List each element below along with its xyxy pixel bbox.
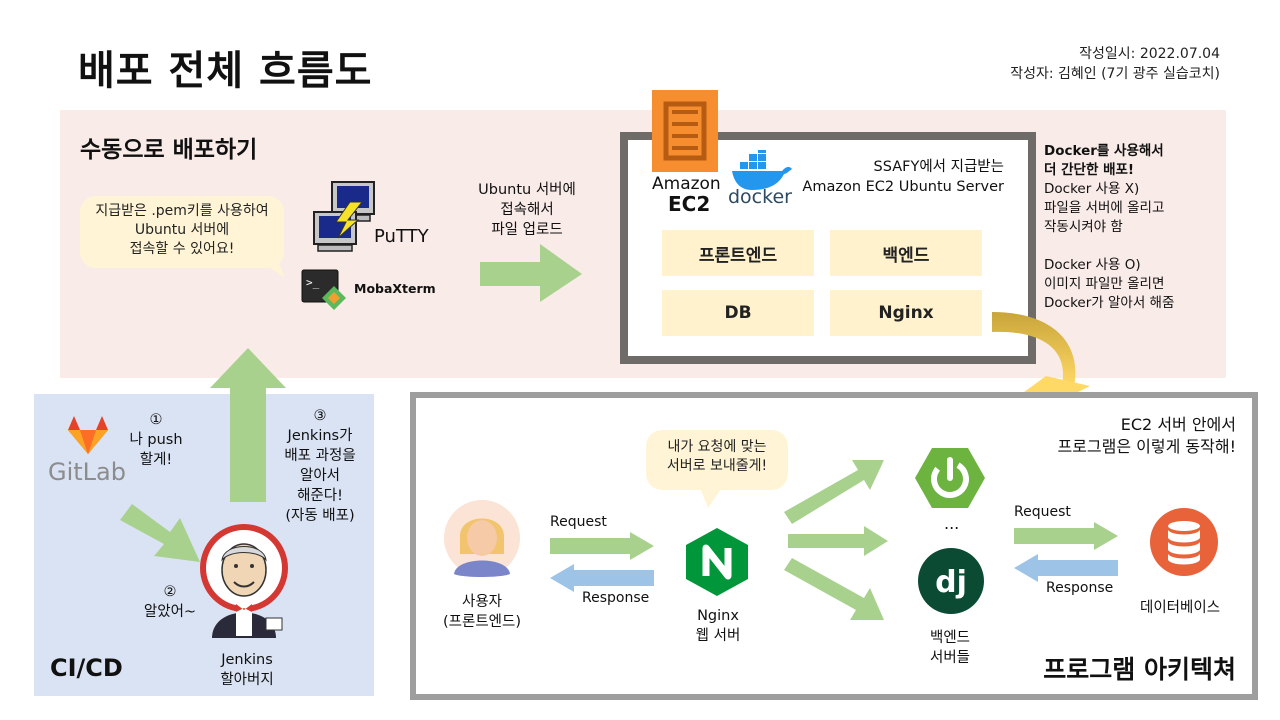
request-arrow	[550, 532, 654, 560]
arch-intro-line: 프로그램은 이렇게 동작해!	[1057, 437, 1236, 456]
response2-label: Response	[1046, 580, 1114, 596]
jenkins-label: Jenkins 할아버지	[204, 650, 290, 690]
step3-line: ③	[313, 408, 327, 424]
cicd-title: CI/CD	[50, 654, 123, 682]
django-icon: dj	[918, 548, 984, 614]
user-label-line: (프론트엔드)	[442, 614, 521, 630]
step3-line: 배포 과정을	[284, 448, 356, 464]
putty-label: PuTTY	[374, 226, 429, 247]
bubble-line: Ubuntu 서버에	[134, 222, 230, 238]
step3-line: Jenkins가	[287, 428, 353, 444]
docker-note: Docker를 사용해서 더 간단한 배포! Docker 사용 X) 파일을 …	[1044, 142, 1174, 313]
ec2-label: EC2	[668, 192, 711, 216]
request-label: Request	[550, 514, 607, 530]
database-label: 데이터베이스	[1140, 600, 1221, 616]
nginx-bubble: 내가 요청에 맞는 서버로 보내줄게!	[646, 430, 788, 490]
spring-boot-icon	[915, 448, 985, 508]
step3-text: ③ Jenkins가 배포 과정을 알아서 해준다! (자동 배포)	[270, 406, 370, 526]
gitlab-label: GitLab	[48, 458, 126, 486]
nginx-bubble-line: 내가 요청에 맞는	[667, 439, 767, 455]
database-icon	[1150, 508, 1218, 576]
gitlab-icon	[68, 416, 108, 454]
backend-box: 백엔드	[830, 230, 982, 276]
amazon-label: Amazon	[652, 174, 721, 194]
jenkins-icon	[200, 524, 288, 638]
frontend-box: 프론트엔드	[662, 230, 814, 276]
user-avatar-icon	[444, 500, 520, 577]
docker-note-heading: 더 간단한 배포!	[1044, 162, 1135, 178]
response-arrow	[550, 564, 654, 592]
ec2-server-line: SSAFY에서 지급받는	[873, 159, 1004, 175]
document-meta: 작성일시: 2022.07.04 작성자: 김혜인 (7기 광주 실습코치)	[1010, 44, 1220, 84]
step1-line: 나 push	[129, 432, 183, 448]
step1-line: 할게!	[139, 452, 173, 468]
ec2-server-text: SSAFY에서 지급받는 Amazon EC2 Ubuntu Server	[802, 157, 1004, 197]
mobaxterm-label: MobaXterm	[354, 281, 436, 296]
docker-note-line: 파일을 서버에 올리고	[1044, 200, 1165, 216]
step2-line: ②	[163, 584, 177, 600]
step1-text: ① 나 push 할게!	[120, 410, 192, 470]
pem-key-bubble: 지급받은 .pem키를 사용하여 Ubuntu 서버에 접속할 수 있어요!	[80, 196, 284, 268]
django-letters: dj	[935, 565, 967, 600]
mobaxterm-icon: >_	[301, 269, 346, 310]
docker-note-line: Docker가 알아서 해줌	[1044, 295, 1175, 311]
date-text: 작성일시: 2022.07.04	[1079, 46, 1220, 62]
jenkins-label-line: 할아버지	[220, 672, 274, 688]
nginx-label: Nginx 웹 서버	[676, 606, 760, 646]
backend-ellipsis: ...	[944, 514, 960, 533]
upload-text-line: Ubuntu 서버에	[478, 182, 576, 198]
docker-note-line: Docker 사용 X)	[1044, 181, 1140, 197]
step2-line: 알았어~	[143, 604, 197, 620]
response2-arrow	[1014, 554, 1118, 582]
step3-line: (자동 배포)	[285, 508, 355, 524]
upload-arrow-text: Ubuntu 서버에 접속해서 파일 업로드	[460, 180, 594, 240]
nginx-box: Nginx	[830, 290, 982, 336]
user-label: 사용자 (프론트엔드)	[428, 592, 536, 632]
bubble-line: 접속할 수 있어요!	[129, 241, 235, 257]
step2-text: ② 알았어~	[134, 582, 206, 622]
bubble-tail	[250, 255, 284, 277]
jenkins-label-line: Jenkins	[221, 652, 273, 668]
upload-text-line: 파일 업로드	[491, 222, 563, 238]
nginx-label-line: 웹 서버	[695, 628, 741, 644]
backend-label-line: 서버들	[929, 650, 971, 666]
docker-note-line: 작동시켜야 함	[1044, 219, 1123, 235]
arch-intro-line: EC2 서버 안에서	[1120, 415, 1236, 434]
docker-whale-icon	[732, 150, 792, 190]
backend-label-line: 백엔드	[929, 630, 971, 646]
nginx-icon	[686, 528, 748, 596]
page-title: 배포 전체 흐름도	[78, 48, 373, 94]
docker-label: docker	[728, 186, 792, 208]
upload-text-line: 접속해서	[500, 202, 554, 218]
deploy-up-arrow	[210, 348, 286, 502]
request2-arrow	[1014, 522, 1118, 550]
docker-note-line: 이미지 파일만 올리면	[1044, 276, 1165, 292]
docker-note-heading: Docker를 사용해서	[1044, 143, 1164, 159]
routing-arrows	[784, 460, 888, 620]
bubble-line: 지급받은 .pem키를 사용하여	[95, 203, 269, 219]
nginx-bubble-tail	[700, 488, 722, 508]
putty-icon	[313, 181, 375, 252]
push-arrow	[120, 504, 200, 562]
author-text: 작성자: 김혜인 (7기 광주 실습코치)	[1010, 66, 1220, 82]
ec2-server-line: Amazon EC2 Ubuntu Server	[802, 179, 1004, 195]
step3-line: 알아서	[299, 468, 341, 484]
user-label-line: 사용자	[461, 594, 503, 610]
architecture-title: 프로그램 아키텍쳐	[1043, 655, 1236, 684]
db-box: DB	[662, 290, 814, 336]
backend-label: 백엔드 서버들	[910, 628, 990, 668]
arch-intro: EC2 서버 안에서 프로그램은 이렇게 동작해!	[1057, 414, 1236, 458]
response-label: Response	[582, 590, 650, 606]
request2-label: Request	[1014, 504, 1071, 520]
docker-note-line: Docker 사용 O)	[1044, 257, 1141, 273]
nginx-label-line: Nginx	[697, 608, 739, 624]
manual-deploy-title: 수동으로 배포하기	[80, 137, 258, 163]
step1-line: ①	[149, 412, 163, 428]
svg-text:>_: >_	[306, 276, 320, 289]
nginx-bubble-line: 서버로 보내줄게!	[666, 458, 768, 474]
aws-ec2-icon	[652, 90, 718, 172]
step3-line: 해준다!	[297, 488, 343, 504]
upload-arrow	[480, 244, 582, 302]
